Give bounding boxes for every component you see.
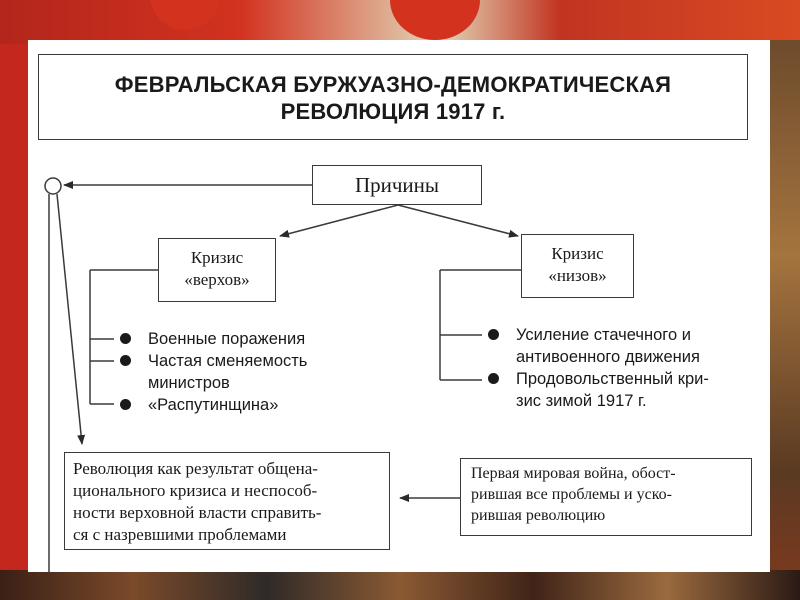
bottom-crisis-line-1: Кризис [551,244,604,263]
arrow-to-bottom-crisis [397,204,519,238]
poster-right-strip [768,40,800,580]
arrow-to-revolution [56,193,86,445]
title-box: ФЕВРАЛЬСКАЯ БУРЖУАЗНО-ДЕМОКРАТИЧЕСКАЯ РЕ… [38,54,748,140]
bullet-icon [488,373,499,384]
revolution-result-box: Революция как результат общена- циональн… [64,452,390,550]
list-item: Частая сменяемость министров [118,350,408,394]
bottom-crisis-line-2: «низов» [548,266,607,285]
top-crisis-list: Военные поражения Частая сменяемость мин… [118,328,408,416]
bottom-crisis-box: Кризис «низов» [521,234,634,298]
list-item: Продовольственный кри- зис зимой 1917 г. [486,368,756,412]
poster-bottom-strip [0,570,800,600]
title-line-1: ФЕВРАЛЬСКАЯ БУРЖУАЗНО-ДЕМОКРАТИЧЕСКАЯ [114,72,672,97]
list-item: Усиление стачечного и антивоенного движе… [486,324,756,368]
bullet-icon [120,355,131,366]
bullet-icon [488,329,499,340]
arrow-to-top-crisis [279,204,399,238]
causes-label: Причины [354,173,440,197]
list-item: Военные поражения [118,328,408,350]
top-crisis-box: Кризис «верхов» [158,238,276,302]
bullet-icon [120,333,131,344]
top-crisis-line-1: Кризис [190,248,244,267]
title-line-2: РЕВОЛЮЦИЯ 1917 г. [280,99,506,124]
bottom-crisis-list: Усиление стачечного и антивоенного движе… [486,324,756,412]
list-item: «Распутинщина» [118,394,408,416]
bullet-icon [120,399,131,410]
connector-lines [44,177,521,572]
start-circle [44,177,62,195]
top-crisis-line-2: «верхов» [184,270,250,289]
causes-box: Причины [312,165,482,205]
diagram-panel: ФЕВРАЛЬСКАЯ БУРЖУАЗНО-ДЕМОКРАТИЧЕСКАЯ РЕ… [28,40,770,572]
world-war-box: Первая мировая война, обост- рившая все … [460,458,752,536]
